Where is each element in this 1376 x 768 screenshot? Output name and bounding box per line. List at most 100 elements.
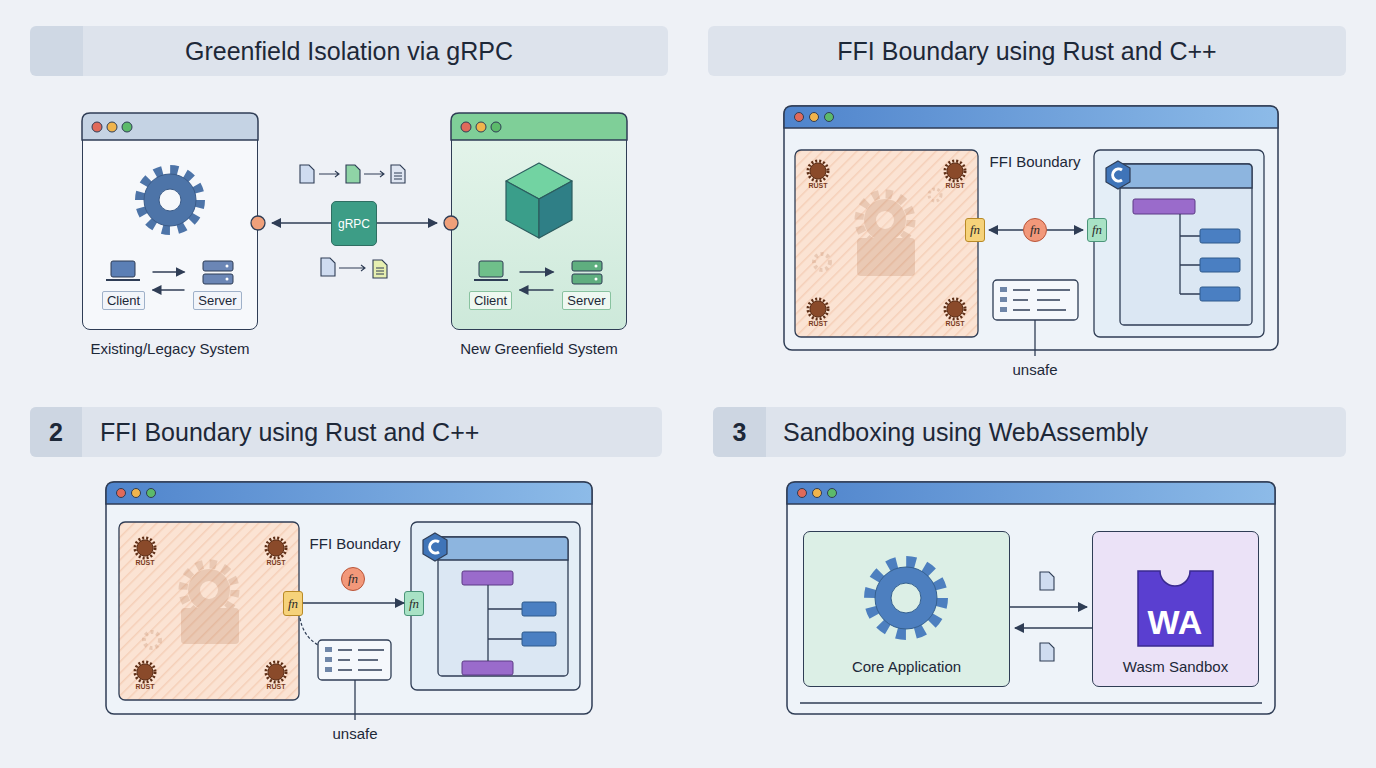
node-text: fn xyxy=(970,222,980,238)
cube-icon xyxy=(506,163,572,238)
wasm-logo xyxy=(1138,571,1213,646)
function-circle: fn xyxy=(341,567,365,591)
app-window xyxy=(106,482,592,714)
window-titlebar xyxy=(82,113,258,140)
section-header: FFI Boundary using Rust and C++ xyxy=(708,26,1346,76)
connector-arrow xyxy=(153,289,185,291)
app-window xyxy=(787,482,1275,504)
rust-badge xyxy=(268,664,284,680)
node-text: FFI Boundary using Rust and C++ xyxy=(100,418,479,447)
section-header: FFI Boundary using Rust and C++ 2 xyxy=(30,407,662,457)
cpp-panel xyxy=(1120,164,1252,188)
connector-arrow xyxy=(153,271,185,273)
rust-badge xyxy=(945,299,965,319)
node-text: Server xyxy=(193,291,241,310)
rust-badge xyxy=(266,662,286,682)
node-text: 3 xyxy=(733,418,747,447)
unsafe-label: unsafe xyxy=(1012,361,1057,378)
gear-icon xyxy=(875,567,937,629)
section-number: 3 xyxy=(713,407,766,457)
app-window xyxy=(825,113,834,122)
cpp-panel xyxy=(1180,214,1200,294)
laptop-icon xyxy=(106,279,140,281)
rust-panel xyxy=(119,522,299,700)
rust-panel xyxy=(876,211,894,229)
connector-arrow xyxy=(989,229,1023,231)
document-icon xyxy=(346,165,360,183)
cpp-panel xyxy=(1094,150,1264,337)
rust-panel xyxy=(814,254,830,270)
document-icon xyxy=(300,165,314,183)
document-icon xyxy=(391,165,405,183)
table-icon xyxy=(318,640,391,680)
table-icon xyxy=(325,657,332,662)
wasm-logo-text: WA xyxy=(1148,603,1203,642)
gear-icon xyxy=(870,562,942,634)
table-icon xyxy=(1013,290,1070,310)
rust-badge-text: RUST xyxy=(808,182,827,189)
app-window xyxy=(147,489,156,498)
rust-badge-text: RUST xyxy=(945,182,964,189)
rust-badge xyxy=(135,161,965,682)
table-icon xyxy=(1034,320,1035,356)
app-window xyxy=(784,106,1278,128)
server-icon xyxy=(572,261,602,284)
app-window xyxy=(810,113,819,122)
document-icon xyxy=(321,258,335,276)
window-titlebar xyxy=(82,113,258,140)
laptop-icon xyxy=(479,261,503,277)
rust-badge xyxy=(137,664,153,680)
function-box: fn xyxy=(283,591,303,616)
table-icon xyxy=(1000,287,1007,292)
node-text: fn xyxy=(409,596,419,612)
table-icon xyxy=(300,618,391,720)
function-box: fn xyxy=(1087,218,1107,242)
window-titlebar xyxy=(122,122,132,132)
server-icon xyxy=(595,265,598,268)
gear-icon xyxy=(891,583,921,613)
function-box: fn xyxy=(965,218,985,242)
connector-arrow xyxy=(377,222,437,224)
document-icon xyxy=(376,268,384,274)
rust-badge xyxy=(266,538,286,558)
rust-panel xyxy=(144,564,239,648)
cpp-panel xyxy=(430,541,439,553)
rust-panel xyxy=(119,522,299,700)
table-icon xyxy=(1000,307,1007,312)
cpp-panel xyxy=(1094,150,1264,337)
cube-icon xyxy=(506,163,572,199)
node-text: Wasm Sandbox xyxy=(1123,658,1228,675)
cpp-panel xyxy=(522,632,556,646)
rust-panel xyxy=(795,150,978,337)
cpp-panel xyxy=(1106,161,1130,189)
table-icon xyxy=(300,618,318,645)
app-window xyxy=(787,482,1275,714)
document-icon xyxy=(1040,643,1054,661)
node-text: fn xyxy=(288,596,298,612)
node-text: gRPC xyxy=(338,217,370,231)
rust-badge xyxy=(947,163,963,179)
node-text: Server xyxy=(562,291,610,310)
rust-panel xyxy=(814,189,941,276)
window-titlebar xyxy=(461,122,471,132)
node-text: Client xyxy=(469,291,512,310)
connector-arrow xyxy=(1047,229,1083,231)
laptop-icon xyxy=(474,261,508,280)
table-icon xyxy=(993,280,1078,356)
cpp-panel xyxy=(1120,164,1252,325)
table-icon xyxy=(325,667,332,672)
window-titlebar xyxy=(451,113,627,140)
connector-arrow xyxy=(520,271,554,273)
server-icon xyxy=(226,265,229,268)
app-window xyxy=(798,489,807,498)
node-text: 2 xyxy=(49,418,63,447)
server-box: Server xyxy=(188,258,248,310)
rust-panel xyxy=(144,632,160,648)
server-icon xyxy=(203,261,233,284)
rust-panel xyxy=(795,150,978,337)
app-window xyxy=(106,482,592,714)
window-titlebar xyxy=(451,113,627,140)
